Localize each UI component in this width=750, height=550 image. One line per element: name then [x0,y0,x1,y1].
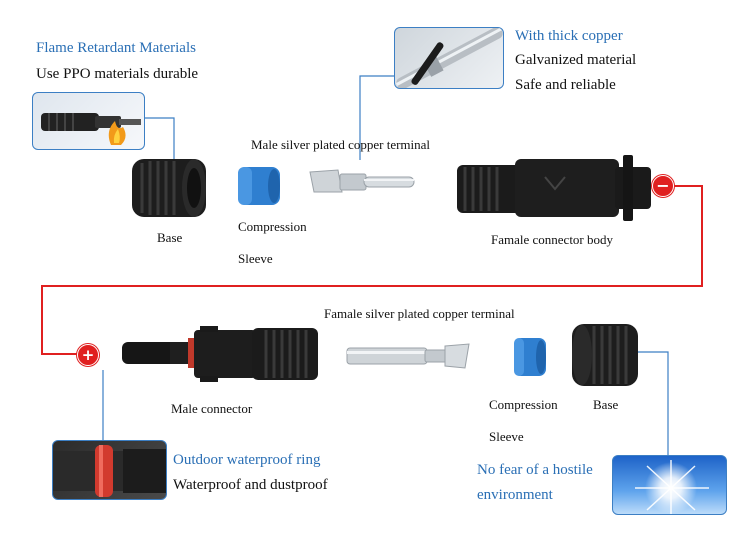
waterproof-feature-title: Outdoor waterproof ring [173,452,321,468]
sleeve-label-top: Sleeve [238,251,273,266]
flame-feature-title: Flame Retardant Materials [36,40,196,56]
male-copper-terminal [309,169,415,193]
female-connector-body [457,155,651,221]
waterproof-feature-desc: Waterproof and dustproof [173,477,328,493]
base-label-bottom: Base [593,397,619,412]
base-nut-bottom [572,324,638,386]
base-label-top: Base [157,230,183,245]
female-body-label: Famale connector body [491,232,614,247]
male-terminal-label: Male silver plated copper terminal [251,137,431,152]
sleeve-label-bottom: Sleeve [489,429,524,444]
male-connector-label: Male connector [171,401,253,416]
sun-sky-photo [612,455,727,515]
female-terminal-label: Famale silver plated copper terminal [324,306,515,321]
positive-polarity-icon: + [77,344,99,366]
copper-feature-line2: Safe and reliable [515,77,616,93]
base-nut-top [132,159,206,217]
environment-line1: No fear of a hostile [477,462,593,478]
negative-sign: − [656,176,670,195]
waterproof-ring-photo [52,440,167,500]
male-connector [122,326,318,382]
negative-polarity-icon: − [652,175,674,197]
compression-label-bottom: Compression [489,397,558,412]
copper-feature-line1: Galvanized material [515,52,637,68]
compression-sleeve-top [238,167,280,205]
flame-feature-desc: Use PPO materials durable [36,66,199,82]
female-copper-terminal [346,343,470,369]
compression-label-top: Compression [238,219,307,234]
copper-terminal-photo [394,27,504,89]
environment-line2: environment [477,487,553,503]
compression-sleeve-bottom [514,338,546,376]
flame-test-photo [32,92,145,150]
positive-sign: + [81,345,95,364]
copper-feature-title: With thick copper [515,28,623,44]
